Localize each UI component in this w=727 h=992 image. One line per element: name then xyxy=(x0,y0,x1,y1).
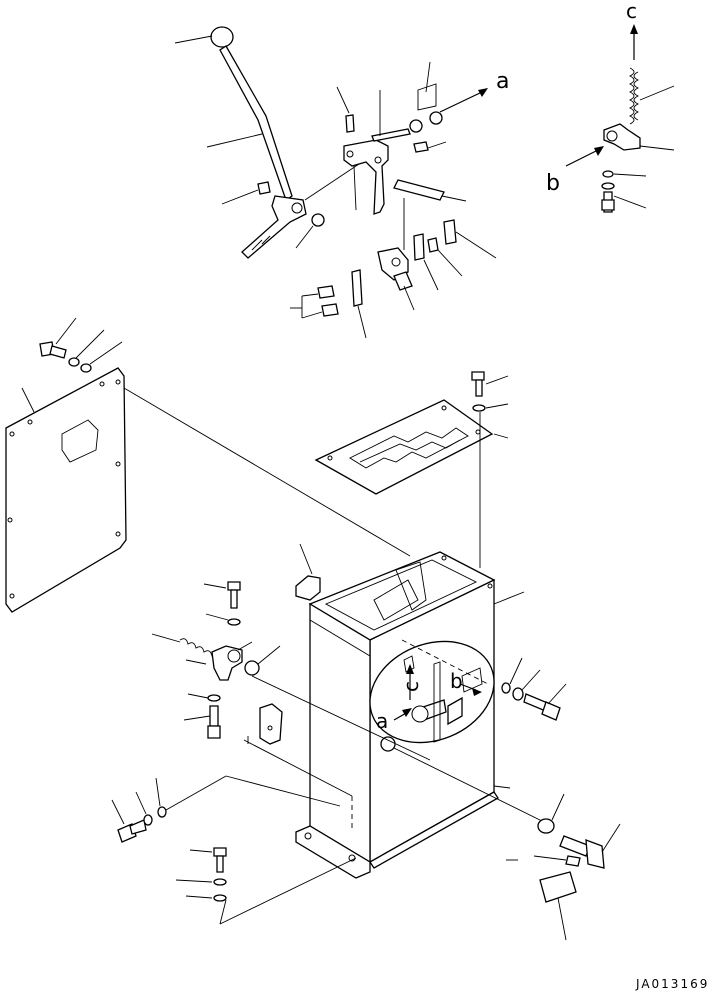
washer xyxy=(512,687,524,701)
detail-callout-c: c xyxy=(399,681,423,692)
gate-plate xyxy=(314,399,494,495)
cover-panel-assembly xyxy=(5,317,411,613)
washer xyxy=(80,363,92,373)
bracket xyxy=(259,703,283,745)
spring-detail: c b xyxy=(546,0,675,213)
base-fasteners xyxy=(111,775,357,925)
callout-c: c xyxy=(626,0,637,23)
key xyxy=(345,114,355,133)
right-fasteners xyxy=(501,657,621,941)
grip xyxy=(559,835,591,857)
long-pin xyxy=(393,179,445,201)
detail-callout-b: b xyxy=(450,669,463,693)
drawing-number: JA013169 xyxy=(635,977,709,991)
washer xyxy=(213,894,227,902)
bushing xyxy=(244,660,260,676)
shift-lever-assembly: a xyxy=(174,26,509,339)
washer xyxy=(68,357,80,367)
bolt xyxy=(321,303,339,317)
washer xyxy=(472,404,486,412)
washer xyxy=(143,814,153,826)
bushing xyxy=(257,181,271,195)
washer xyxy=(427,237,439,253)
detail-callout-a: a xyxy=(376,709,388,733)
shift-gate-plate xyxy=(314,371,509,568)
clip xyxy=(443,219,457,245)
box-side xyxy=(309,602,371,864)
cover-plate xyxy=(5,367,127,613)
spring xyxy=(628,67,635,125)
bolt xyxy=(317,285,335,299)
left-linkage xyxy=(151,543,431,830)
shaft xyxy=(371,128,411,142)
knob xyxy=(539,871,577,903)
shift-box: a c b xyxy=(295,551,545,879)
washer xyxy=(601,182,615,190)
lever-knob xyxy=(210,26,234,48)
lever-base xyxy=(241,195,307,259)
bolt xyxy=(213,847,227,857)
bushing xyxy=(537,818,555,834)
bolt xyxy=(227,581,241,591)
plate xyxy=(351,269,363,307)
lever-rod xyxy=(219,45,293,202)
washer xyxy=(501,682,511,694)
washer xyxy=(602,170,614,178)
washer xyxy=(207,694,221,702)
washer xyxy=(157,806,167,818)
detail-view xyxy=(369,640,495,744)
plate xyxy=(413,233,425,261)
pin xyxy=(413,141,429,153)
callout-b: b xyxy=(546,171,560,196)
washer xyxy=(213,878,227,886)
bolt xyxy=(209,705,219,727)
lever-arm xyxy=(603,123,641,151)
bracket xyxy=(295,575,321,601)
bushing xyxy=(380,736,396,752)
callout-a: a xyxy=(496,69,509,94)
washer xyxy=(227,618,241,626)
base-flange xyxy=(295,825,371,879)
bolt xyxy=(471,371,485,381)
bushing xyxy=(311,213,325,227)
collar xyxy=(409,119,423,133)
collar xyxy=(429,111,443,125)
